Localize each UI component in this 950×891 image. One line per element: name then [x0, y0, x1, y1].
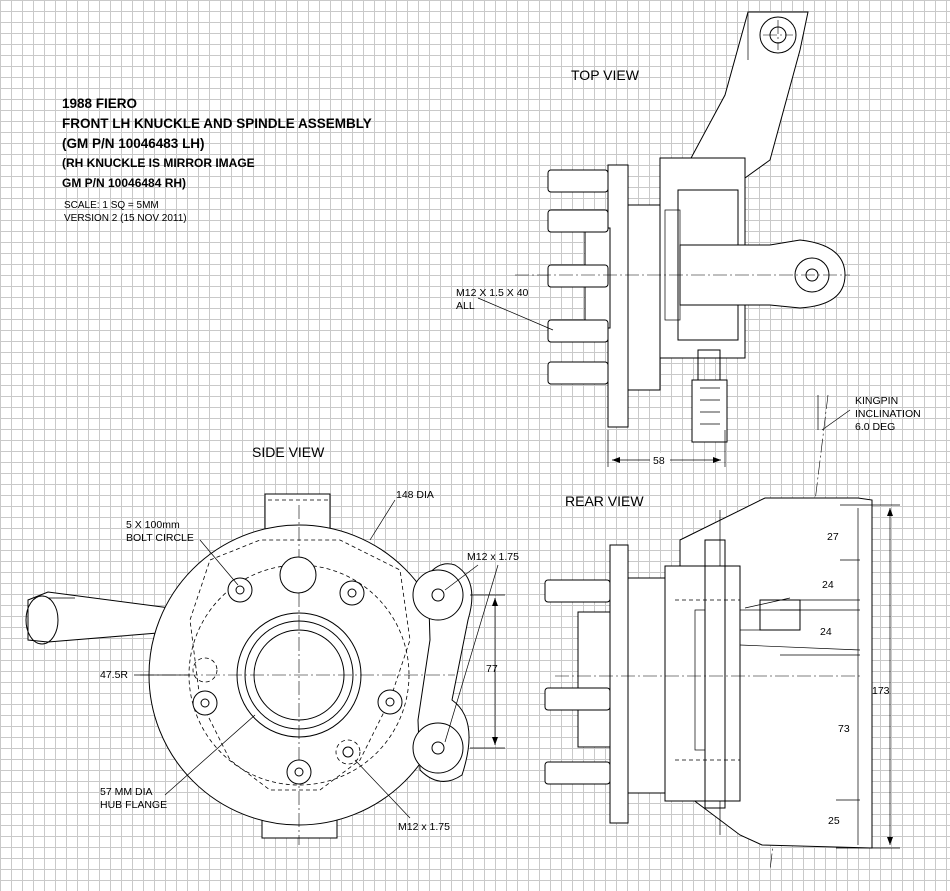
rear-dim-73: 73: [838, 723, 850, 735]
kingpin-label-3: 6.0 DEG: [855, 421, 895, 433]
total-height-dim: 173: [872, 685, 890, 697]
hub-flange-label-2: HUB FLANGE: [100, 799, 167, 811]
kingpin-label-1: KINGPIN: [855, 395, 898, 407]
bolt-circle-label-2: BOLT CIRCLE: [126, 532, 194, 544]
mount-spacing-dim: 77: [486, 663, 498, 675]
version-note: VERSION 2 (15 NOV 2011): [64, 213, 187, 224]
stud-label-line-2: ALL: [456, 300, 475, 312]
title-line-2: FRONT LH KNUCKLE AND SPINDLE ASSEMBLY: [62, 116, 372, 131]
rear-dim-25: 25: [828, 815, 840, 827]
scale-note: SCALE: 1 SQ = 5MM: [64, 200, 159, 211]
mount-thread-top-label: M12 x 1.75: [467, 551, 519, 563]
side-view-drawing: 148 DIA 5 X 100mm BOLT CIRCLE M12 x 1.75…: [25, 489, 519, 845]
title-line-5: GM P/N 10046484 RH): [62, 176, 186, 190]
hub-flange-label-1: 57 MM DIA: [100, 786, 153, 798]
kingpin-label-2: INCLINATION: [855, 408, 921, 420]
rear-dim-24-top: 24: [822, 579, 834, 591]
radius-label: 47.5R: [100, 669, 128, 681]
rear-dim-24-bottom: 24: [820, 626, 832, 638]
rear-view-label: REAR VIEW: [565, 493, 644, 509]
hub-diameter-label: 148 DIA: [396, 489, 434, 501]
top-view-label: TOP VIEW: [571, 67, 640, 83]
title-line-3: (GM P/N 10046483 LH): [62, 136, 205, 151]
rear-view-drawing: KINGPIN INCLINATION 6.0 DEG: [544, 394, 921, 871]
title-line-1: 1988 FIERO: [62, 96, 137, 111]
top-view-drawing: M12 X 1.5 X 40 ALL 58: [456, 11, 850, 467]
title-block: 1988 FIERO FRONT LH KNUCKLE AND SPINDLE …: [62, 96, 372, 224]
stud-label-line-1: M12 X 1.5 X 40: [456, 287, 529, 299]
title-line-4: (RH KNUCKLE IS MIRROR IMAGE: [62, 156, 255, 170]
mount-thread-bottom-label: M12 x 1.75: [398, 821, 450, 833]
width-dimension-58: 58: [653, 455, 665, 467]
side-view-label: SIDE VIEW: [252, 444, 325, 460]
bolt-circle-label-1: 5 X 100mm: [126, 519, 180, 531]
rear-dim-27: 27: [827, 531, 839, 543]
